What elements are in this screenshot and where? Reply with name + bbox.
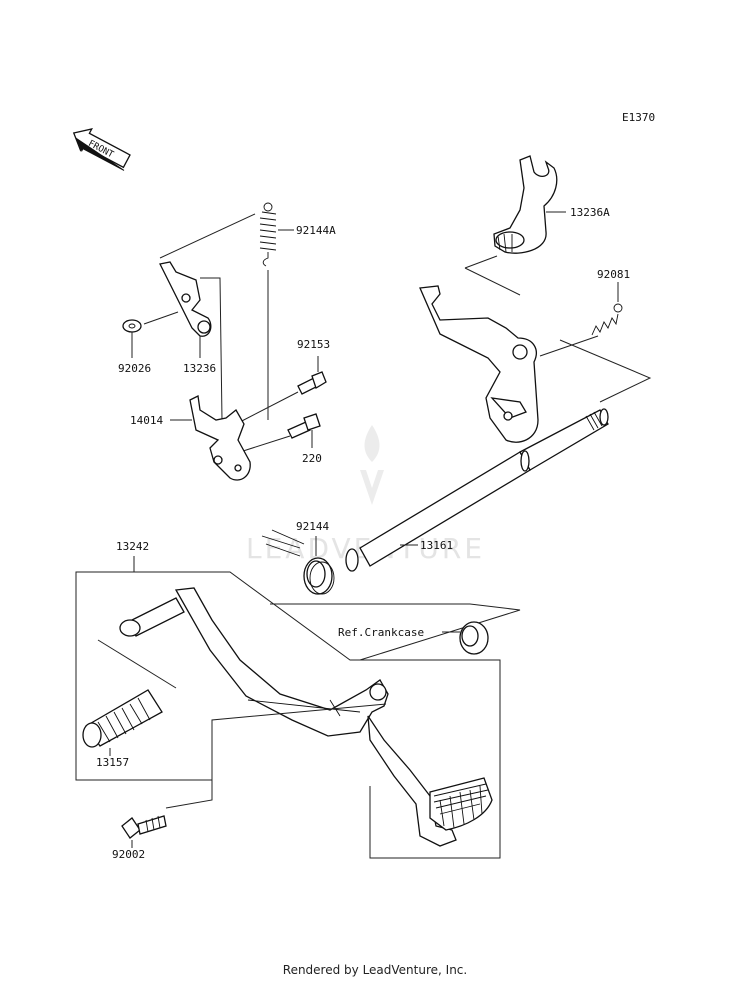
label-13242: 13242 xyxy=(116,540,149,553)
label-13236A: 13236A xyxy=(570,206,610,219)
label-14014: 14014 xyxy=(130,414,163,427)
label-92144A: 92144A xyxy=(296,224,336,237)
spring-92081 xyxy=(591,303,623,336)
label-13157: 13157 xyxy=(96,756,129,769)
label-ref-crankcase: Ref.Crankcase xyxy=(338,626,424,639)
shift-shaft-13161 xyxy=(345,408,609,572)
label-13236: 13236 xyxy=(183,362,216,375)
label-92002: 92002 xyxy=(112,848,145,861)
rubber-13157 xyxy=(82,689,163,748)
bolt-92153 xyxy=(297,371,327,395)
label-92026: 92026 xyxy=(118,362,151,375)
plate-13236 xyxy=(159,261,212,337)
shift-arm xyxy=(419,285,539,443)
front-arrow-icon: FRONT xyxy=(72,128,131,171)
lever-14014 xyxy=(189,395,251,481)
crankcase-seal xyxy=(459,621,489,655)
spring-92144A xyxy=(259,202,277,267)
footer-credit: Rendered by LeadVenture, Inc. xyxy=(282,963,468,977)
shift-pedal-13242 xyxy=(119,587,457,847)
bolt-92002 xyxy=(121,815,167,839)
label-92144: 92144 xyxy=(296,520,329,533)
bolt-220 xyxy=(287,413,321,439)
label-92081: 92081 xyxy=(597,268,630,281)
spring-92144 xyxy=(261,529,335,595)
label-220: 220 xyxy=(302,452,322,465)
washer-92026 xyxy=(122,319,142,333)
peg-rubber-pad xyxy=(429,777,493,831)
label-13161: 13161 xyxy=(420,539,453,552)
label-92153: 92153 xyxy=(297,338,330,351)
diagram-code: E1370 xyxy=(622,111,655,124)
shift-fork-13236A xyxy=(493,155,558,254)
